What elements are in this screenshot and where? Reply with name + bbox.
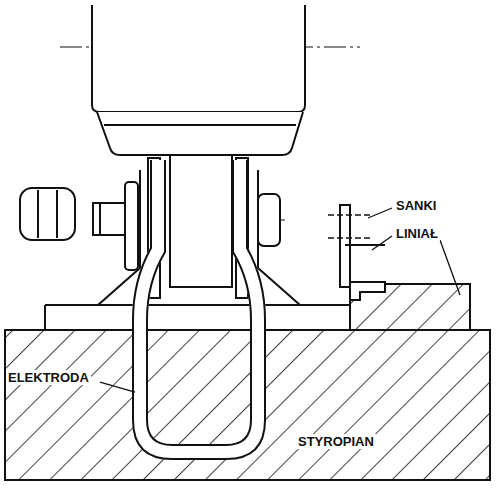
part-label: ELEKTRODA xyxy=(6,370,91,385)
part-label: LINIAŁ xyxy=(394,226,440,241)
part-label: STYROPIAN xyxy=(296,434,376,449)
clamp-nut xyxy=(258,194,280,246)
styrofoam-block xyxy=(5,330,490,480)
clamp-knob xyxy=(20,188,75,240)
sledge xyxy=(328,205,385,300)
part-label: SANKI xyxy=(394,198,438,213)
spindle-head xyxy=(92,5,305,112)
